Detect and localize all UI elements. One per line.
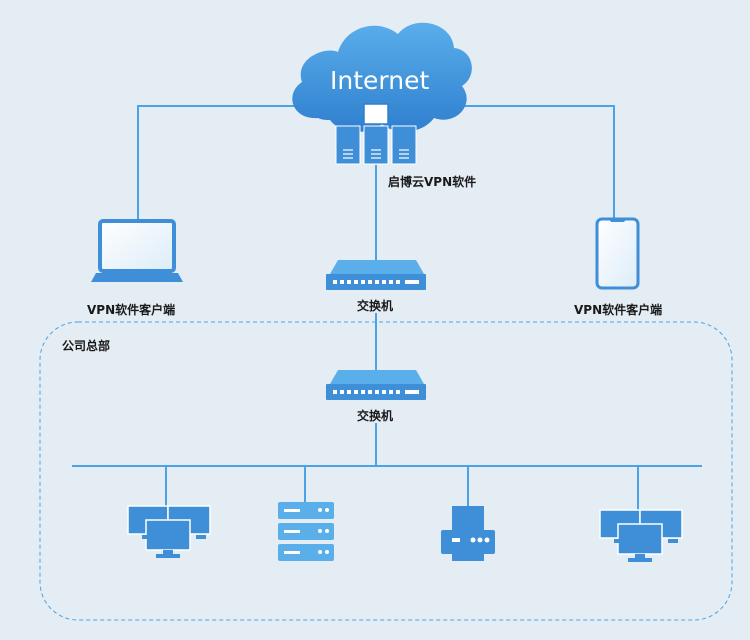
link-cloud-laptop <box>137 105 300 221</box>
internet-label: Internet <box>330 66 430 95</box>
internet-cloud-icon <box>292 22 472 132</box>
pc-group-right-icon <box>599 509 683 562</box>
link-cloud-phone <box>450 105 615 220</box>
vpn-server-icon <box>335 103 417 165</box>
connection-lines <box>72 105 702 510</box>
vpn-server-label: 启博云VPN软件 <box>388 175 477 189</box>
laptop-label: VPN软件客户端 <box>87 303 176 317</box>
pc-group-left-icon <box>127 505 211 558</box>
headquarters-boundary <box>39 321 733 621</box>
headquarters-label: 公司总部 <box>62 339 111 353</box>
printer-icon <box>441 506 495 561</box>
laptop-icon <box>91 219 183 282</box>
phone-label: VPN软件客户端 <box>574 303 663 317</box>
switch-top-icon <box>326 260 426 290</box>
switch-top-label: 交换机 <box>357 299 394 313</box>
phone-icon <box>595 217 640 290</box>
server-rack-icon <box>278 502 334 561</box>
switch-bottom-icon <box>326 370 426 400</box>
switch-bottom-label: 交换机 <box>357 409 394 423</box>
